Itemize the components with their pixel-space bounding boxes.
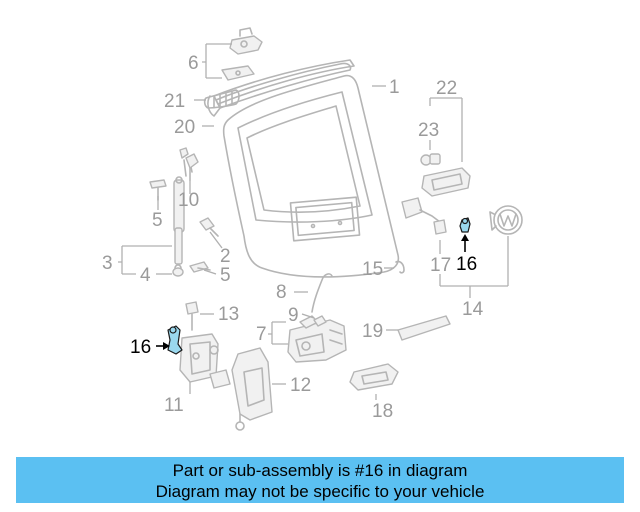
- banner-line-part: Part or sub-assembly is #16 in diagram: [172, 461, 468, 480]
- parts-diagram: 1 6 21 20 10 5 2 3 4 5 13 8 9 7 11 12 15…: [102, 27, 523, 431]
- lock-actuator: [179, 333, 231, 389]
- callout-2: 2: [220, 246, 231, 267]
- callout-5-lower: 5: [220, 265, 231, 286]
- leader-lines: [118, 43, 509, 400]
- bolt-2: [199, 217, 219, 237]
- wiring-grommet: [203, 89, 240, 109]
- callout-16-right: 16: [456, 254, 477, 275]
- highlighted-part-16-right: [459, 217, 471, 233]
- callout-12: 12: [290, 375, 311, 396]
- hinge: [221, 27, 263, 81]
- callout-4: 4: [140, 265, 151, 286]
- highlighted-part-16-left: [167, 325, 183, 355]
- bracket-10: [185, 153, 199, 181]
- trim-strip: [397, 315, 451, 341]
- arrowhead-16-right: [461, 234, 469, 241]
- callout-7: 7: [256, 324, 267, 345]
- liftgate-assembly: [213, 59, 400, 278]
- nut-4: [172, 267, 184, 277]
- callout-18: 18: [372, 401, 393, 422]
- lamp-housing-22: [421, 167, 471, 197]
- ball-stud-lower: [189, 261, 211, 273]
- license-lamp: [349, 363, 399, 391]
- callout-19: 19: [362, 321, 383, 342]
- callout-10: 10: [178, 190, 199, 211]
- callout-5-upper: 5: [152, 210, 163, 231]
- actuator-rod: [311, 273, 333, 313]
- bulb-23: [420, 153, 441, 166]
- banner-line-disclaimer: Diagram may not be specific to your vehi…: [155, 482, 485, 501]
- callout-11: 11: [164, 395, 184, 416]
- callout-17: 17: [430, 255, 451, 276]
- info-banner: Part or sub-assembly is #16 in diagram D…: [16, 457, 624, 503]
- callout-8: 8: [276, 282, 287, 303]
- release-switch: [401, 197, 447, 235]
- callout-14: 14: [462, 299, 484, 320]
- arrowhead-16-left: [163, 342, 170, 350]
- callout-1: 1: [389, 77, 400, 98]
- screw-9: [313, 315, 327, 327]
- callout-3: 3: [102, 253, 113, 274]
- cover-plate: [231, 347, 273, 431]
- callout-22: 22: [436, 78, 457, 99]
- callout-21: 21: [164, 91, 185, 112]
- callout-16-left: 16: [130, 337, 151, 358]
- clip-15: [395, 260, 405, 274]
- bolt-13: [185, 301, 199, 331]
- callout-13: 13: [218, 304, 239, 325]
- callout-6: 6: [188, 53, 199, 74]
- emblem: [489, 205, 523, 235]
- callout-15: 15: [362, 259, 383, 280]
- callout-23: 23: [418, 120, 439, 141]
- callout-9: 9: [288, 305, 299, 326]
- callout-20: 20: [174, 117, 195, 138]
